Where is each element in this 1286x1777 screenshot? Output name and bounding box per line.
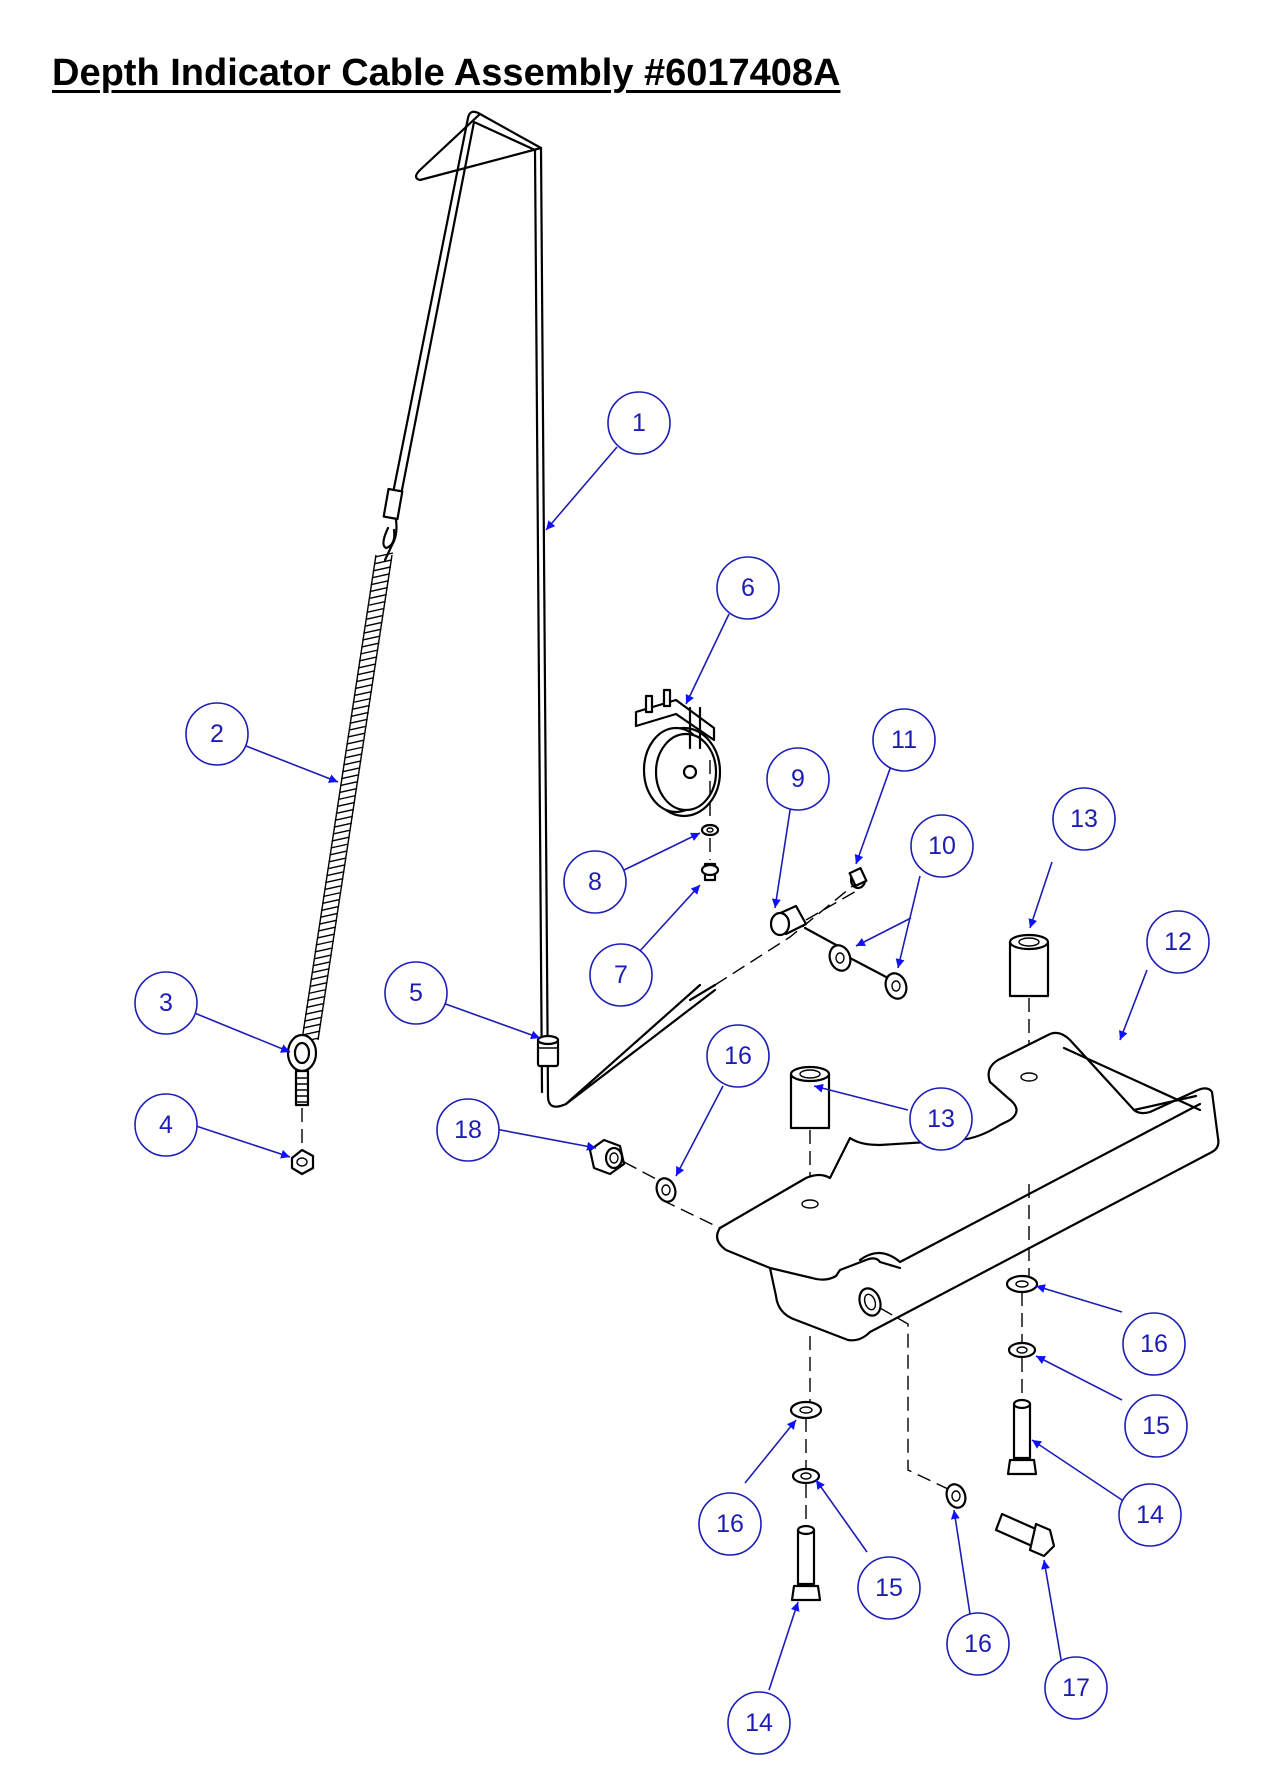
callout-13-lower: 13 — [909, 1087, 973, 1151]
axis-line-nut — [661, 1199, 721, 1229]
axis-line-nut-washer — [623, 1161, 659, 1181]
svg-text:13: 13 — [927, 1105, 955, 1133]
svg-text:1: 1 — [632, 409, 646, 437]
flat-washer-left — [789, 1400, 823, 1420]
callout-12: 12 — [1146, 910, 1210, 974]
flat-washer-right-upper — [1005, 1274, 1039, 1294]
cap-screw — [700, 838, 720, 882]
washer-pair — [828, 944, 908, 1000]
svg-text:5: 5 — [409, 979, 423, 1007]
mounting-bracket — [715, 1031, 1220, 1342]
callout-15-left: 15 — [857, 1556, 921, 1620]
callout-16-right: 16 — [1122, 1312, 1186, 1376]
svg-text:18: 18 — [454, 1116, 482, 1144]
svg-text:2: 2 — [210, 720, 224, 748]
axis-line-side-bolt — [879, 1307, 951, 1491]
small-washer — [700, 823, 720, 837]
callout-16-left: 16 — [698, 1492, 762, 1556]
callout-15-right: 15 — [1124, 1394, 1188, 1458]
callout-16-nut: 16 — [706, 1024, 770, 1088]
svg-text:17: 17 — [1062, 1674, 1090, 1702]
svg-text:16: 16 — [1140, 1330, 1168, 1358]
callout-7: 7 — [589, 943, 653, 1007]
svg-text:16: 16 — [724, 1042, 752, 1070]
cable-stop — [536, 1034, 560, 1068]
lock-washer-left — [791, 1418, 821, 1522]
set-screw — [848, 867, 868, 890]
indicator-rod — [390, 110, 717, 1108]
callout-8: 8 — [563, 850, 627, 914]
svg-text:15: 15 — [875, 1574, 903, 1602]
flat-washer-nut — [655, 1177, 677, 1203]
axis-line-cable — [714, 879, 861, 986]
svg-text:12: 12 — [1164, 928, 1192, 956]
hex-bolt-right — [1006, 1398, 1038, 1476]
callout-17: 17 — [1044, 1656, 1108, 1720]
callout-11: 11 — [872, 708, 936, 772]
callout-6: 6 — [716, 556, 780, 620]
callout-16-side: 16 — [946, 1612, 1010, 1676]
svg-text:7: 7 — [614, 961, 628, 989]
svg-text:6: 6 — [741, 574, 755, 602]
svg-text:16: 16 — [964, 1630, 992, 1658]
flat-washer-side — [945, 1483, 967, 1509]
svg-text:15: 15 — [1142, 1412, 1170, 1440]
callout-18: 18 — [436, 1098, 500, 1162]
spacer-tube-lower — [789, 1065, 831, 1196]
svg-text:11: 11 — [891, 726, 917, 754]
svg-text:16: 16 — [716, 1510, 744, 1538]
callout-14-right: 14 — [1118, 1483, 1182, 1547]
lock-washer-right — [1007, 1292, 1037, 1402]
spacer-tube-upper — [1008, 933, 1050, 1064]
svg-text:9: 9 — [791, 765, 805, 793]
svg-text:4: 4 — [159, 1111, 173, 1139]
hex-nut-large — [588, 1138, 626, 1176]
callout-leaders — [191, 446, 1148, 1691]
hex-bolt-side — [994, 1512, 1056, 1558]
cable-end — [688, 983, 717, 1002]
callout-1: 1 — [607, 391, 671, 455]
hex-nut-small — [290, 1148, 315, 1176]
callout-14-left: 14 — [727, 1691, 791, 1755]
callout-4: 4 — [134, 1093, 198, 1157]
pulley-assembly — [634, 688, 722, 818]
callout-2: 2 — [185, 702, 249, 766]
page-title: Depth Indicator Cable Assembly #6017408A — [52, 52, 841, 94]
callout-10: 10 — [910, 814, 974, 878]
eye-bolt — [286, 1033, 318, 1107]
svg-text:8: 8 — [588, 868, 602, 896]
svg-text:3: 3 — [159, 989, 173, 1017]
svg-text:14: 14 — [1136, 1501, 1164, 1529]
callout-13-upper: 13 — [1052, 787, 1116, 851]
shoulder-pin — [769, 904, 808, 937]
callout-9: 9 — [766, 747, 830, 811]
svg-text:14: 14 — [745, 1709, 773, 1737]
callout-5: 5 — [384, 961, 448, 1025]
axis-line-pin — [805, 889, 859, 921]
svg-text:13: 13 — [1070, 805, 1098, 833]
callout-3: 3 — [134, 971, 198, 1035]
pin-axis — [803, 926, 840, 948]
coil-spring — [300, 487, 404, 1043]
svg-text:10: 10 — [928, 832, 956, 860]
hex-bolt-left — [790, 1524, 822, 1602]
